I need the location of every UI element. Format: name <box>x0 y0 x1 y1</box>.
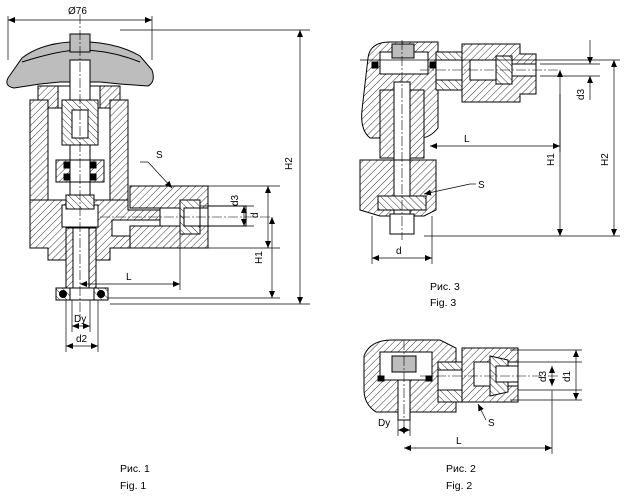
label-S-fig1: S <box>156 150 163 161</box>
label-d-fig1: d <box>250 212 261 218</box>
label-Dy-fig1: Dy <box>74 314 86 325</box>
label-diameter: Ø76 <box>68 6 87 17</box>
label-d1-fig2: d1 <box>562 370 573 382</box>
label-d3-fig1: d3 <box>230 194 241 206</box>
figure-2 <box>363 339 582 454</box>
label-d3-fig2: d3 <box>538 370 549 382</box>
labels: Ø76 H2 H1 d3 d L S Dy d2 Рис. 1 Fig. 1 L… <box>68 6 611 492</box>
label-S-fig2: S <box>488 418 495 429</box>
label-L-fig2: L <box>456 436 462 447</box>
figure-1 <box>6 14 310 352</box>
figure-3 <box>359 40 620 264</box>
side-pipe <box>207 205 247 227</box>
label-H2-fig1: H2 <box>284 157 295 170</box>
caption-ru-fig2: Рис. 2 <box>446 463 476 475</box>
label-S-fig3: S <box>478 180 485 191</box>
body-right-wall <box>109 99 129 201</box>
label-d-fig3: d <box>396 246 402 257</box>
caption-ru-fig1: Рис. 1 <box>120 463 150 475</box>
label-H1-fig3: H1 <box>546 153 557 166</box>
label-Dy-fig2: Dy <box>378 418 390 429</box>
caption-en-fig3: Fig. 3 <box>430 297 456 309</box>
label-d2-fig1: d2 <box>76 334 88 345</box>
caption-en-fig1: Fig. 1 <box>120 480 146 492</box>
caption-en-fig2: Fig. 2 <box>446 480 472 492</box>
label-H2-fig3: H2 <box>600 153 611 166</box>
label-d3-fig3: d3 <box>576 88 587 100</box>
caption-ru-fig3: Рис. 3 <box>430 281 460 293</box>
label-L-fig3: L <box>464 134 470 145</box>
label-L-fig1: L <box>126 272 132 283</box>
label-H1-fig1: H1 <box>254 251 265 264</box>
